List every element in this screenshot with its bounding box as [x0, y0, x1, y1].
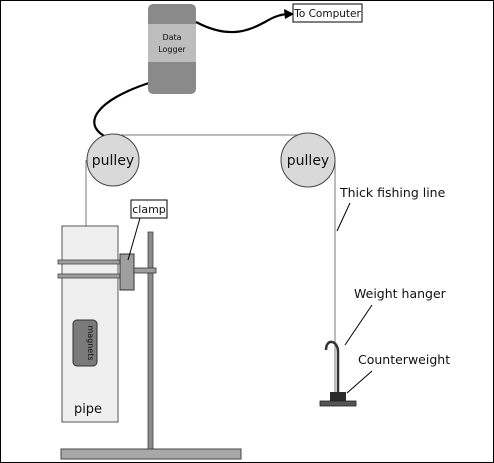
- weight-hanger-label: Weight hanger: [354, 286, 447, 301]
- weight-hanger-hook: [324, 340, 340, 395]
- data-logger-label-line1: Data: [162, 33, 181, 42]
- left-pulley: [86, 133, 140, 187]
- data-logger-panel: [148, 24, 196, 62]
- right-pulley-label: pulley: [287, 153, 329, 169]
- magnets-block: [72, 319, 98, 367]
- clamp-label: clamp: [132, 203, 166, 216]
- clamp-boss: [119, 253, 135, 291]
- magnets-label: magnets: [86, 325, 95, 360]
- fishing-line-pointer: [336, 202, 351, 232]
- hanger-base-plate: [319, 400, 357, 407]
- logger-to-pulley-cable: [93, 80, 153, 139]
- clamp-label-box: [130, 199, 168, 219]
- logger-to-computer-cable: [195, 12, 291, 34]
- left-pulley-label: pulley: [92, 153, 134, 169]
- to-computer-box: [292, 3, 363, 23]
- clamp-pointer: [127, 217, 141, 261]
- stand-base: [60, 448, 242, 460]
- clamp-screw: [133, 267, 157, 274]
- weight-hanger-pointer: [344, 304, 373, 346]
- thick-fishing-line-label: Thick fishing line: [339, 185, 446, 200]
- counterweight: [330, 392, 346, 402]
- data-logger-label-line2: Logger: [158, 45, 186, 54]
- counterweight-pointer: [346, 370, 373, 394]
- pipe-label: pipe: [74, 402, 102, 417]
- stand-rod: [147, 231, 154, 451]
- computer-arrowhead: [284, 9, 294, 19]
- right-pulley: [280, 132, 336, 188]
- counterweight-label: Counterweight: [358, 352, 450, 367]
- to-computer-label: To Computer: [293, 8, 361, 20]
